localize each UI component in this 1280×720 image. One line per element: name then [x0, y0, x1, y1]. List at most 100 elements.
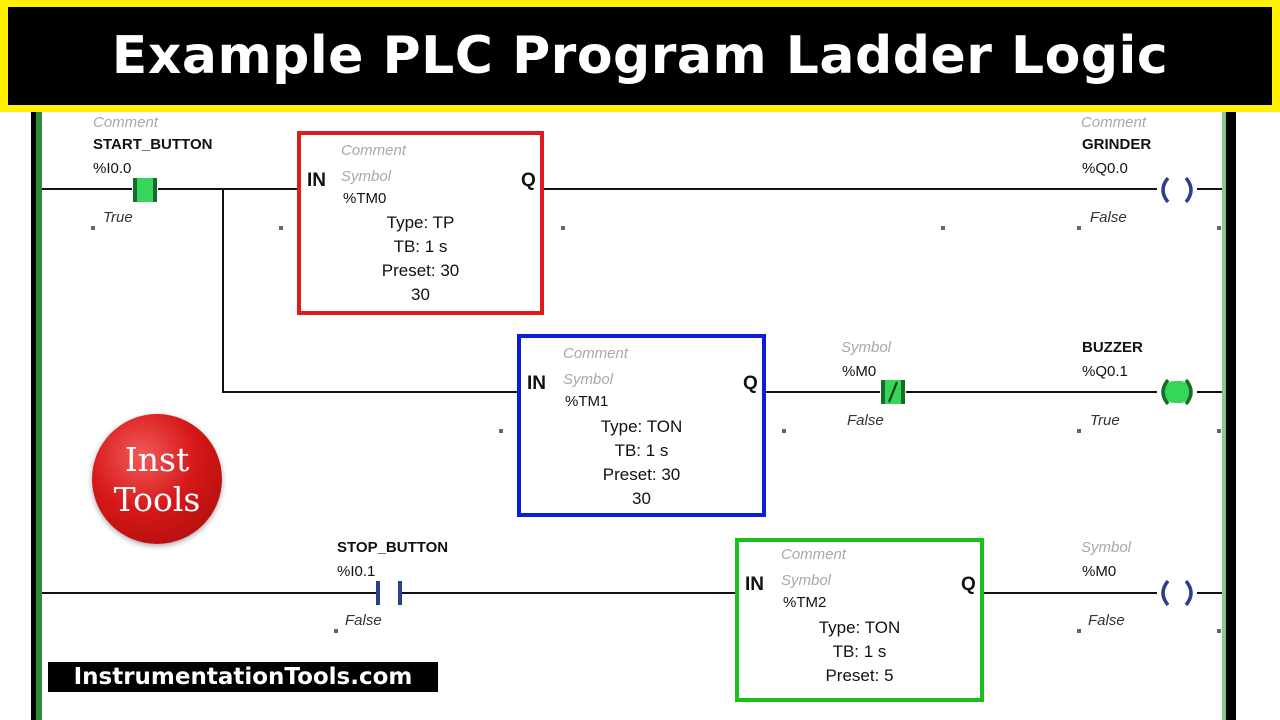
grid-dot	[1077, 429, 1081, 433]
inst-tools-logo: Inst Tools	[92, 414, 222, 544]
tm2-type-line: Type: TON	[818, 618, 901, 637]
start-button-contact[interactable]	[130, 176, 160, 204]
rung1-wire-coil-to-rail	[1197, 188, 1222, 190]
m0-coil-symbol: Symbol	[1081, 539, 1132, 556]
tm2-in-pin: IN	[745, 574, 764, 595]
stop-button-state: False	[345, 612, 382, 629]
tm2-type: TON	[864, 618, 901, 637]
tm0-address: %TM0	[343, 190, 387, 207]
right-power-rail	[1226, 112, 1236, 720]
grid-dot	[782, 429, 786, 433]
buzzer-tag: BUZZER	[1082, 339, 1143, 356]
branch-wire-to-tm1	[222, 391, 519, 393]
stop-button-contact[interactable]	[373, 579, 405, 607]
tm2-q-pin: Q	[961, 574, 976, 595]
logo-line2: Tools	[113, 480, 201, 519]
m0-coil-address: %M0	[1082, 563, 1117, 580]
tm0-tb: 1 s	[424, 237, 448, 256]
tm1-current-value: 30	[632, 489, 651, 508]
tm2-preset-line: Preset: 5	[825, 666, 894, 685]
tm0-current-value: 30	[411, 285, 430, 304]
m0-contact-address: %M0	[842, 363, 877, 380]
stop-button-tag: STOP_BUTTON	[337, 539, 449, 556]
page-title: Example PLC Program Ladder Logic	[111, 26, 1169, 86]
m0-contact-symbol: Symbol	[841, 339, 892, 356]
grid-dot	[561, 226, 565, 230]
grinder-coil[interactable]	[1155, 175, 1199, 205]
start-button-tag: START_BUTTON	[93, 136, 213, 153]
tm1-q-pin: Q	[743, 373, 758, 394]
tm0-tb-line: TB: 1 s	[393, 237, 448, 256]
start-button-address: %I0.0	[93, 160, 132, 177]
buzzer-address: %Q0.1	[1082, 363, 1128, 380]
timer-block-tm2[interactable]: Comment IN Q Symbol %TM2 Type: TON TB: 1…	[735, 538, 984, 702]
grinder-state: False	[1090, 209, 1127, 226]
tm0-q-pin: Q	[521, 170, 536, 191]
tm1-symbol: Symbol	[563, 371, 614, 388]
tm0-preset: 30	[440, 261, 460, 280]
left-power-rail	[31, 112, 36, 720]
tm1-preset: 30	[661, 465, 681, 484]
timer-block-tm1[interactable]: Comment IN Q Symbol %TM1 Type: TON TB: 1…	[517, 334, 766, 517]
rung3-wire-coil-to-rail	[1197, 592, 1222, 594]
website-text: InstrumentationTools.com	[73, 664, 413, 690]
title-banner-inner: Example PLC Program Ladder Logic	[8, 7, 1272, 105]
grid-dot	[1077, 226, 1081, 230]
left-power-rail-energized	[36, 112, 42, 720]
tm1-address: %TM1	[565, 393, 609, 410]
grid-dot	[1217, 226, 1221, 230]
grid-dot	[1217, 629, 1221, 633]
rung3-wire-rail-to-contact	[42, 592, 376, 594]
start-button-comment: Comment	[93, 114, 159, 131]
grinder-tag: GRINDER	[1082, 136, 1152, 153]
tm1-tb-line: TB: 1 s	[614, 441, 669, 460]
rung1-wire-contact-to-tm0	[158, 188, 298, 190]
start-button-state: True	[103, 209, 133, 226]
grid-dot	[941, 226, 945, 230]
tm1-preset-line: Preset: 30	[602, 465, 681, 484]
rung3-wire-contact-to-tm2	[402, 592, 736, 594]
m0-coil[interactable]	[1155, 578, 1199, 608]
right-power-rail-highlight	[1222, 112, 1226, 720]
buzzer-coil-energized[interactable]	[1155, 377, 1199, 407]
rung3-wire-tm2-to-coil	[982, 592, 1157, 594]
tm2-symbol: Symbol	[781, 572, 832, 589]
timer-block-tm0[interactable]: Comment IN Q Symbol %TM0 Type: TP TB: 1 …	[297, 131, 544, 315]
grid-dot	[499, 429, 503, 433]
title-banner: Example PLC Program Ladder Logic	[0, 0, 1280, 112]
grid-dot	[91, 226, 95, 230]
tm2-tb-line: TB: 1 s	[832, 642, 887, 661]
rung2-wire-coil-to-rail	[1197, 391, 1222, 393]
logo-line1: Inst	[124, 440, 190, 479]
tm0-symbol: Symbol	[341, 168, 392, 185]
tm1-in-pin: IN	[527, 373, 546, 394]
rung1-wire-rail-to-contact	[42, 188, 132, 190]
tm1-type: TON	[646, 417, 683, 436]
tm2-comment: Comment	[781, 546, 847, 563]
tm1-type-line: Type: TON	[600, 417, 683, 436]
tm0-type: TP	[432, 213, 455, 232]
buzzer-state: True	[1090, 412, 1120, 429]
grinder-comment: Comment	[1081, 114, 1147, 131]
m0-normally-closed-contact[interactable]	[878, 378, 908, 406]
tm0-preset-line: Preset: 30	[381, 261, 460, 280]
grid-dot	[279, 226, 283, 230]
grinder-address: %Q0.0	[1082, 160, 1128, 177]
tm0-comment: Comment	[341, 142, 407, 159]
tm0-in-pin: IN	[307, 170, 326, 191]
stop-button-address: %I0.1	[337, 563, 376, 580]
tm1-tb: 1 s	[645, 441, 669, 460]
tm0-type-line: Type: TP	[386, 213, 455, 232]
m0-coil-state: False	[1088, 612, 1125, 629]
tm2-tb: 1 s	[863, 642, 887, 661]
grid-dot	[1077, 629, 1081, 633]
tm2-preset: 5	[884, 666, 894, 685]
rung2-wire-contact-to-coil	[906, 391, 1157, 393]
rung2-wire-tm1-to-contact	[766, 391, 880, 393]
grid-dot	[1217, 429, 1221, 433]
m0-contact-state: False	[847, 412, 884, 429]
rung1-wire-tm0-to-coil	[543, 188, 1157, 190]
grid-dot	[334, 629, 338, 633]
tm2-address: %TM2	[783, 594, 827, 611]
website-badge: InstrumentationTools.com	[48, 662, 438, 692]
